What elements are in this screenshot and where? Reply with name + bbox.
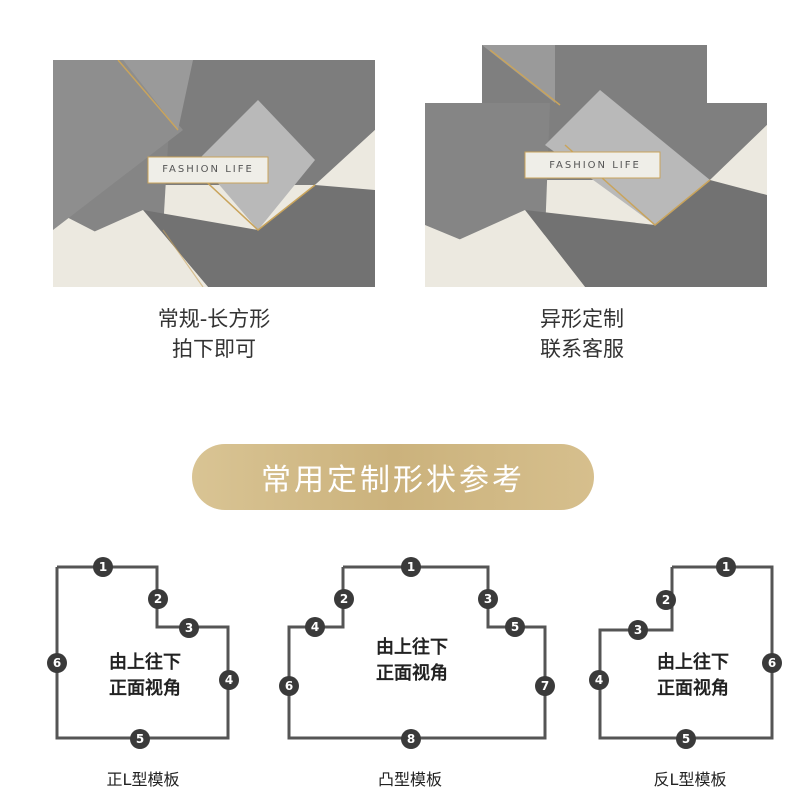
custom-rug-caption: 异形定制 联系客服	[452, 304, 712, 364]
view-line: 正面视角	[376, 663, 448, 684]
marker-l-3: 3	[185, 621, 193, 635]
view-line: 正面视角	[657, 678, 729, 699]
reverse-l-shape-view-text: 由上往下 正面视角	[633, 650, 753, 702]
caption-line: 异形定制	[540, 307, 624, 331]
view-line: 正面视角	[109, 678, 181, 699]
marker-r-1: 1	[722, 560, 730, 574]
l-shape-view-text: 由上往下 正面视角	[85, 650, 205, 702]
caption-line: 拍下即可	[172, 337, 256, 361]
marker-r-4: 4	[595, 673, 603, 687]
marker-c-5: 5	[511, 620, 519, 634]
convex-shape-view-text: 由上往下 正面视角	[352, 635, 472, 687]
marker-r-3: 3	[634, 623, 642, 637]
marker-c-3: 3	[484, 592, 492, 606]
marker-dots	[47, 557, 782, 749]
marker-r-6: 6	[768, 656, 776, 670]
convex-shape-name: 凸型模板	[377, 770, 442, 789]
marker-c-1: 1	[407, 560, 415, 574]
marker-c-8: 8	[407, 732, 415, 746]
reverse-l-shape-name: 反L型模板	[653, 770, 727, 789]
rectangle-rug-image	[53, 60, 375, 287]
marker-l-1: 1	[99, 560, 107, 574]
marker-c-7: 7	[541, 679, 549, 693]
l-shape-name: 正L型模板	[106, 770, 180, 789]
rectangle-rug-caption: 常规-长方形 拍下即可	[84, 304, 344, 364]
view-line: 由上往下	[657, 652, 729, 673]
l-shape-outline	[55, 565, 230, 740]
marker-c-2: 2	[340, 592, 348, 606]
marker-c-4: 4	[311, 620, 319, 634]
marker-l-4: 4	[225, 673, 233, 687]
marker-l-5: 5	[136, 732, 144, 746]
marker-c-6: 6	[285, 679, 293, 693]
rectangle-rug-label: FASHION LIFE	[162, 164, 254, 175]
view-line: 由上往下	[109, 652, 181, 673]
marker-r-2: 2	[662, 593, 670, 607]
marker-l-2: 2	[154, 592, 162, 606]
caption-line: 联系客服	[540, 337, 624, 361]
shape-templates-diagram: 1 2 3 4 5 6 1 2 3 4 5 6 7 8 1 2 3 4 5 6	[47, 557, 782, 749]
reverse-l-shape-outline	[598, 565, 774, 740]
caption-line: 常规-长方形	[157, 307, 271, 331]
custom-shaped-rug-image	[425, 45, 767, 287]
marker-r-5: 5	[682, 732, 690, 746]
section-banner: 常用定制形状参考	[192, 444, 594, 510]
view-line: 由上往下	[376, 637, 448, 658]
custom-rug-label: FASHION LIFE	[549, 160, 641, 171]
marker-l-6: 6	[53, 656, 61, 670]
